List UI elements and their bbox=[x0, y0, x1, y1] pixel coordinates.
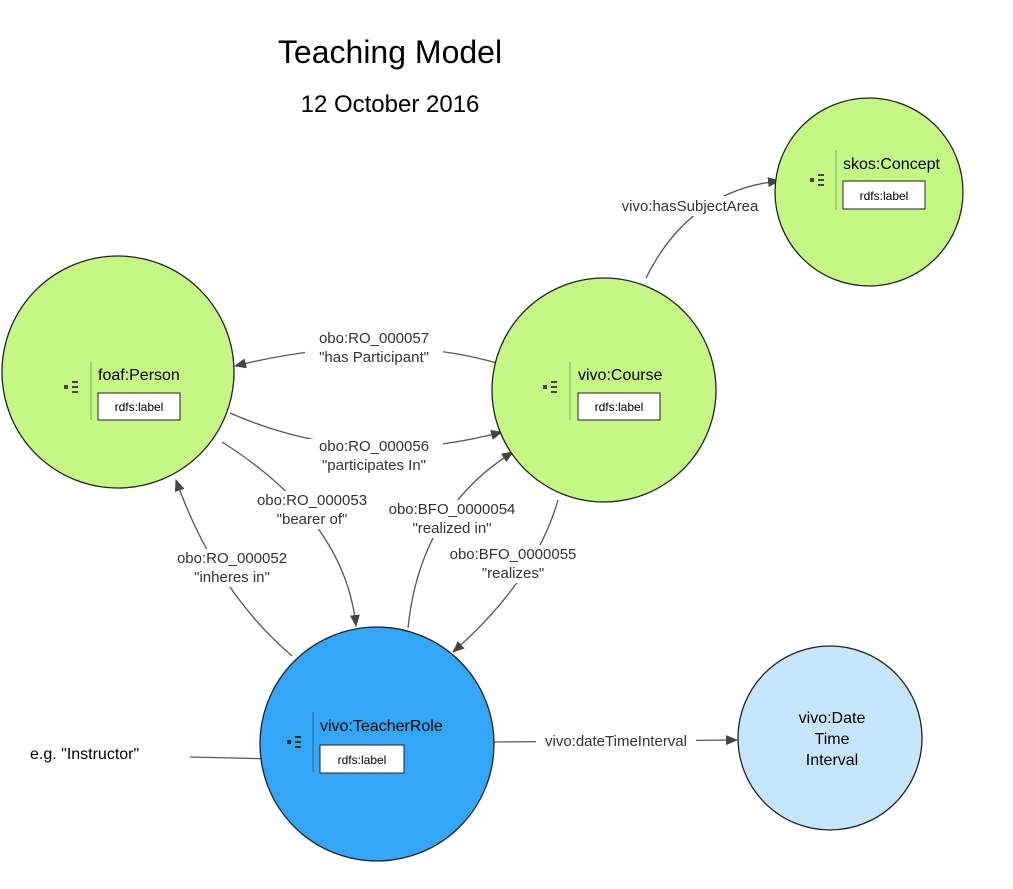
node-person-prop: rdfs:label bbox=[115, 400, 164, 414]
node-course-prop: rdfs:label bbox=[595, 400, 644, 414]
node-course-icon bbox=[543, 381, 557, 393]
node-person-prop-box bbox=[97, 392, 181, 421]
node-concept: skos:Concept rdfs:label bbox=[774, 97, 964, 287]
node-person-title: foaf:Person bbox=[98, 367, 180, 384]
node-date-time-interval-circle bbox=[737, 645, 923, 831]
node-date-time-interval: vivo:Date Time Interval bbox=[737, 645, 923, 831]
edge-label-bearer-of-name: "bearer of" bbox=[277, 511, 348, 528]
edge-label-realizes-id: obo:BFO_0000055 bbox=[450, 546, 577, 563]
node-course-title: vivo:Course bbox=[578, 367, 663, 384]
edge-label-has-participant-id: obo:RO_000057 bbox=[319, 330, 429, 347]
node-concept-prop-box bbox=[842, 180, 926, 210]
edges bbox=[174, 177, 780, 765]
node-course: vivo:Course rdfs:label bbox=[491, 277, 717, 503]
edge-label-date-time-interval: vivo:dateTimeInterval bbox=[545, 733, 687, 750]
node-concept-icon bbox=[810, 174, 824, 186]
edge-label-realized-in-name: "realized in" bbox=[412, 520, 491, 537]
node-course-circle bbox=[491, 277, 717, 503]
edge-realized-in bbox=[407, 451, 514, 629]
edge-label-inheres-in-id: obo:RO_000052 bbox=[177, 550, 287, 567]
node-date-time-interval-line-1: vivo:Date bbox=[799, 710, 866, 727]
example-note: e.g. "Instructor" bbox=[30, 746, 139, 763]
edge-label-has-subject-area: vivo:hasSubjectArea bbox=[622, 198, 759, 215]
diagram-title: Teaching Model bbox=[278, 34, 502, 70]
node-date-time-interval-line-3: Interval bbox=[806, 752, 858, 769]
node-person-circle bbox=[1, 255, 235, 489]
edge-has-subject-area bbox=[645, 177, 780, 279]
diagram-date: 12 October 2016 bbox=[301, 91, 480, 118]
node-teacher-role-icon bbox=[287, 736, 301, 748]
edge-label-participates-in-name: "participates In" bbox=[322, 457, 426, 474]
node-teacher-role-title: vivo:TeacherRole bbox=[320, 718, 443, 735]
edge-labels: obo:RO_000057 "has Participant" obo:RO_0… bbox=[162, 196, 768, 753]
node-teacher-role-prop: rdfs:label bbox=[338, 753, 387, 767]
edge-label-participates-in-id: obo:RO_000056 bbox=[319, 438, 429, 455]
node-person: foaf:Person rdfs:label bbox=[1, 255, 235, 489]
node-person-icon bbox=[64, 381, 78, 393]
edge-label-has-participant-name: "has Participant" bbox=[319, 349, 429, 366]
edge-label-inheres-in-name: "inheres in" bbox=[194, 569, 270, 586]
edge-label-realizes-name: "realizes" bbox=[482, 565, 544, 582]
edge-label-bearer-of-id: obo:RO_000053 bbox=[257, 492, 367, 509]
node-teacher-role-prop-box bbox=[319, 744, 405, 774]
edge-label-realized-in-id: obo:BFO_0000054 bbox=[389, 501, 516, 518]
node-teacher-role: vivo:TeacherRole rdfs:label bbox=[259, 626, 495, 862]
node-concept-prop: rdfs:label bbox=[860, 189, 909, 203]
node-date-time-interval-line-2: Time bbox=[815, 731, 850, 748]
node-course-prop-box bbox=[577, 392, 661, 421]
node-teacher-role-circle bbox=[259, 626, 495, 862]
node-concept-title: skos:Concept bbox=[843, 156, 940, 173]
